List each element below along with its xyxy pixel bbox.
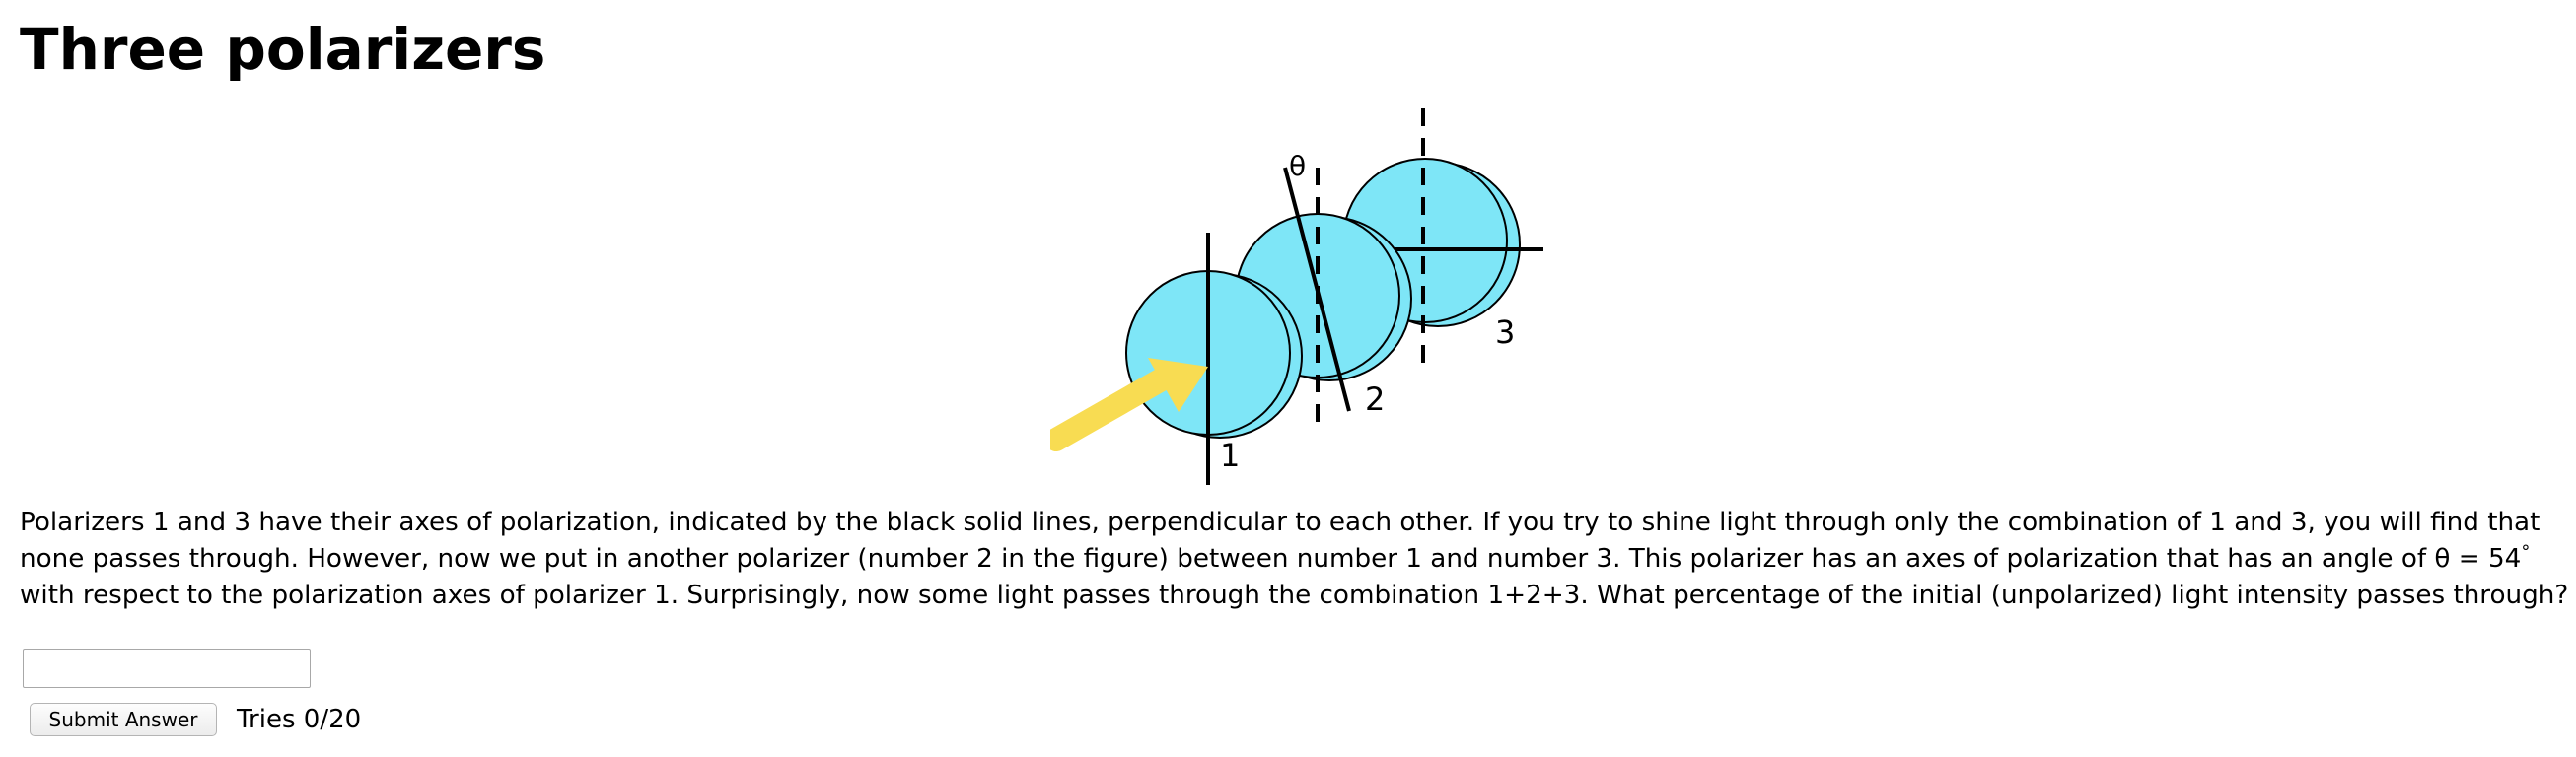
polarizer-1-label: 1 xyxy=(1220,437,1240,474)
polarizer-3-label: 3 xyxy=(1495,313,1515,351)
polarizer-1 xyxy=(1125,233,1303,485)
submit-answer-button[interactable]: Submit Answer xyxy=(30,703,217,736)
tries-counter: Tries 0/20 xyxy=(237,705,362,734)
question-line-3: with respect to the polarization axes of… xyxy=(20,581,2569,610)
polarizer-diagram: 1 2 3 θ xyxy=(1050,108,1563,493)
question-line-2-text: none passes through. However, now we put… xyxy=(20,544,2522,574)
page-title: Three polarizers xyxy=(20,16,546,83)
answer-input[interactable] xyxy=(23,649,311,688)
light-arrow-icon xyxy=(1050,358,1208,451)
question-text: Polarizers 1 and 3 have their axes of po… xyxy=(20,505,2574,614)
angle-theta-label: θ xyxy=(1289,150,1306,182)
polarizer-diagram-svg: 1 2 3 θ xyxy=(1050,108,1543,485)
question-line-1: Polarizers 1 and 3 have their axes of po… xyxy=(20,508,2540,537)
polarizer-2-label: 2 xyxy=(1365,380,1385,418)
polarizer-2-axis xyxy=(1283,167,1351,412)
degree-symbol: ° xyxy=(2521,541,2531,563)
question-line-2: none passes through. However, now we put… xyxy=(20,541,2574,578)
